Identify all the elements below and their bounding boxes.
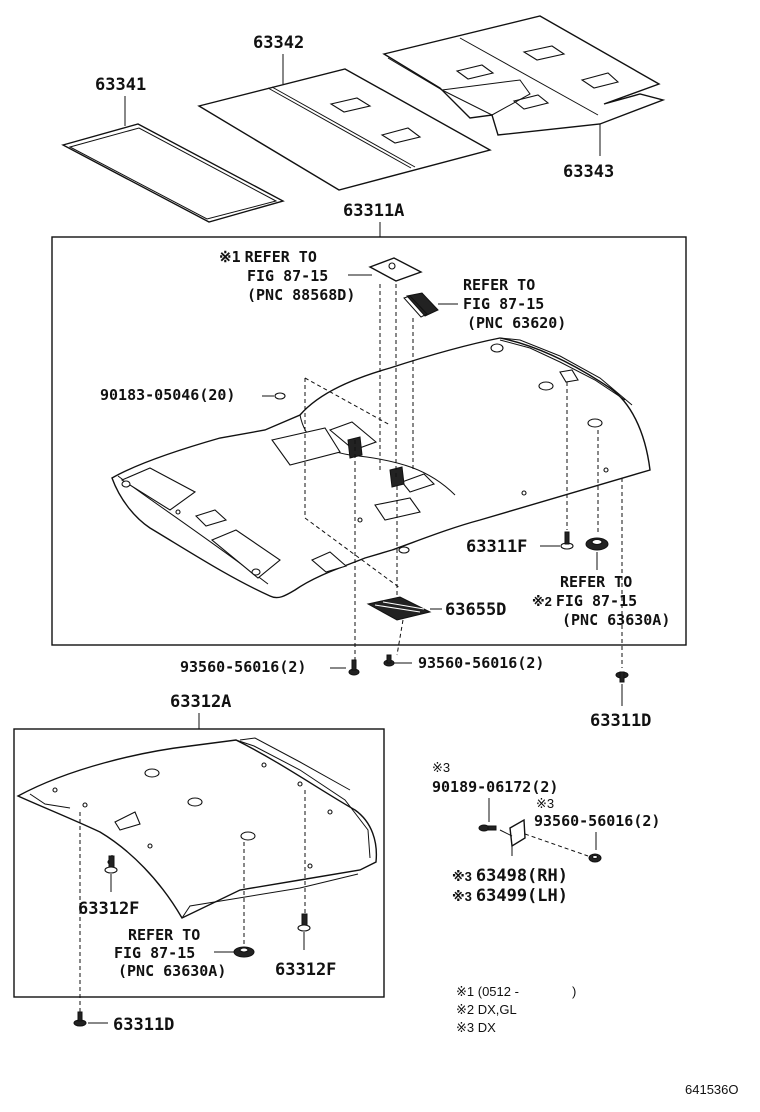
pad-63341[interactable] bbox=[61, 123, 285, 223]
ref1-line2: FIG 87-15 bbox=[247, 267, 328, 285]
projection-dash-1 bbox=[304, 378, 401, 589]
screw-93560-c[interactable] bbox=[588, 853, 602, 863]
ref4-line3: (PNC 63630A) bbox=[118, 962, 226, 980]
grommet-63630A[interactable] bbox=[585, 537, 609, 551]
label-63311A: 63311A bbox=[343, 201, 404, 221]
ref3-line1: REFER TO bbox=[560, 573, 632, 591]
label-clip-90183: 90183-05046(20) bbox=[100, 386, 235, 404]
label-63342: 63342 bbox=[253, 33, 304, 53]
box-63311A bbox=[51, 236, 687, 646]
ref2-line3: (PNC 63620) bbox=[467, 314, 566, 332]
lamp-cover-hole bbox=[388, 262, 396, 270]
label-screw-93560-a: 93560-56016(2) bbox=[180, 658, 306, 676]
ref4-line2: FIG 87-15 bbox=[114, 944, 195, 962]
footnote-1-close: ) bbox=[572, 984, 576, 999]
label-63311D-top: 63311D bbox=[590, 711, 651, 731]
headliner-63311A[interactable] bbox=[111, 337, 651, 599]
screw-90189[interactable] bbox=[478, 824, 497, 832]
mark-3-b: ※3 bbox=[536, 796, 554, 811]
label-screw-93560-c: 93560-56016(2) bbox=[534, 812, 660, 830]
clip-63312F-right[interactable] bbox=[297, 913, 311, 932]
label-screw-90189: 90189-06172(2) bbox=[432, 778, 558, 796]
label-63311F: 63311F bbox=[466, 537, 527, 557]
screw-93560-a[interactable] bbox=[348, 659, 360, 676]
label-screw-93560-b: 93560-56016(2) bbox=[418, 654, 544, 672]
clip-90183[interactable] bbox=[274, 392, 286, 400]
clip-63311D-top[interactable] bbox=[615, 671, 629, 683]
label-63655D: 63655D bbox=[445, 600, 506, 620]
ref3-line3: (PNC 63630A) bbox=[562, 611, 670, 629]
clip-63311F[interactable] bbox=[560, 531, 574, 550]
mark-3-a: ※3 bbox=[432, 760, 450, 775]
ref2-line2: FIG 87-15 bbox=[463, 295, 544, 313]
label-63311D-bottom: 63311D bbox=[113, 1015, 174, 1035]
projection-dash-8 bbox=[396, 619, 404, 656]
ref2-line1: REFER TO bbox=[463, 276, 535, 294]
clip-63311D-bottom[interactable] bbox=[73, 1011, 87, 1027]
label-63343: 63343 bbox=[563, 162, 614, 182]
grommet-63630A-lower[interactable] bbox=[233, 946, 255, 958]
label-63341: 63341 bbox=[95, 75, 146, 95]
screw-93560-b[interactable] bbox=[383, 654, 395, 667]
footnote-1: ※1 (0512 - bbox=[456, 984, 519, 999]
label-63312F-right: 63312F bbox=[275, 960, 336, 980]
bracket-63498[interactable] bbox=[499, 818, 526, 856]
diagram-id: 641536O bbox=[685, 1082, 739, 1097]
lamp-assembly-part[interactable] bbox=[403, 292, 439, 318]
clip-63312F-left[interactable] bbox=[104, 855, 118, 874]
room-lamp-cover-part[interactable] bbox=[368, 257, 423, 282]
projection-dash-2 bbox=[304, 377, 391, 426]
footnote-2: ※2 DX,GL bbox=[456, 1002, 517, 1017]
label-63312F-left: 63312F bbox=[78, 899, 139, 919]
label-63312A: 63312A bbox=[170, 692, 231, 712]
pad-63342[interactable] bbox=[197, 68, 492, 191]
pad-63343[interactable] bbox=[382, 15, 666, 136]
part-63655D[interactable] bbox=[366, 596, 432, 621]
ref4-line1: REFER TO bbox=[128, 926, 200, 944]
headliner-63312A[interactable] bbox=[16, 737, 378, 919]
box-63312A bbox=[13, 728, 385, 998]
ref1-line3: (PNC 88568D) bbox=[247, 286, 355, 304]
footnote-3: ※3 DX bbox=[456, 1020, 496, 1035]
projection-dash-16 bbox=[524, 833, 589, 857]
